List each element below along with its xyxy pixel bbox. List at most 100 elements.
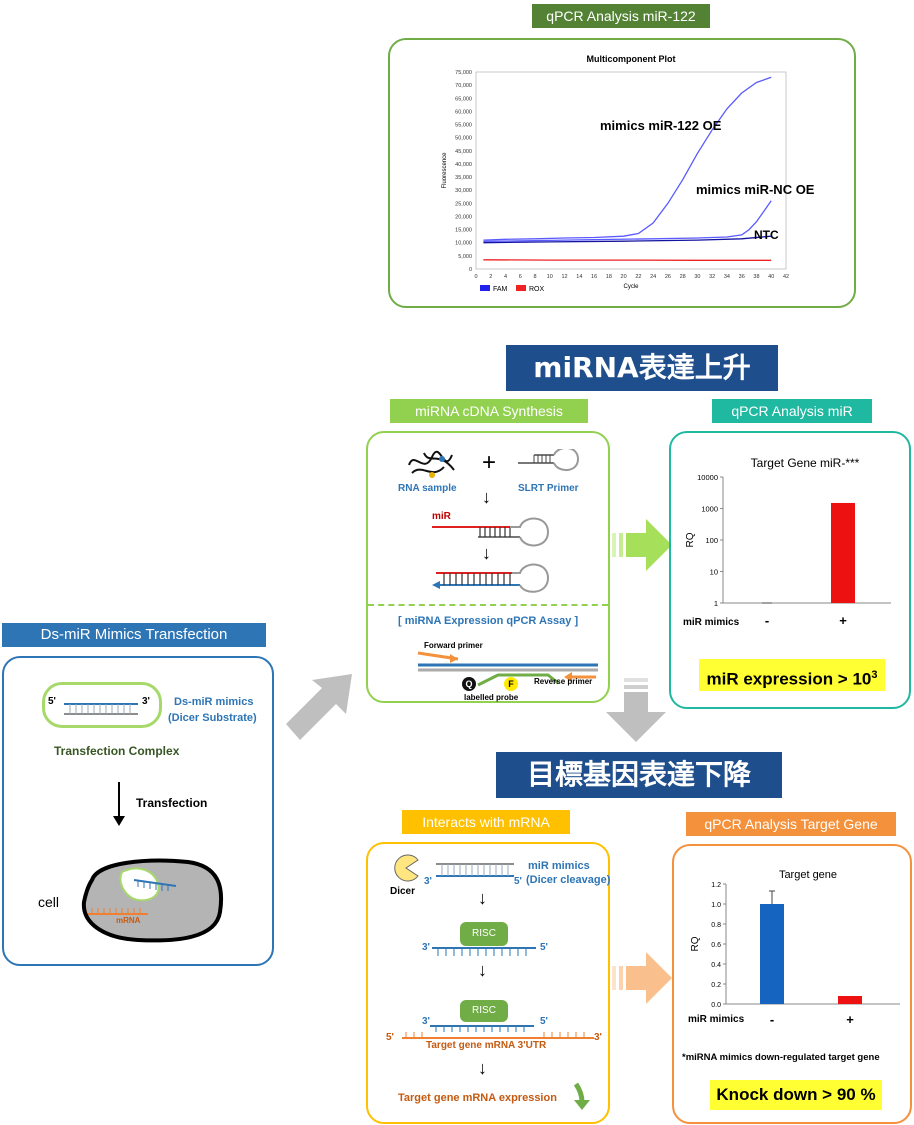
arrow-right-orange-icon	[612, 952, 672, 1004]
bar	[760, 904, 784, 1004]
down-arrow-icon: ↓	[478, 960, 487, 980]
dicer-icon	[394, 854, 419, 882]
series-line	[483, 259, 772, 261]
duplex-3prime: 3'	[142, 696, 150, 707]
mir-label: miR	[432, 511, 451, 522]
mir-result-text: miR expression > 10	[706, 669, 872, 689]
arrow-diagonal-grey-icon	[286, 674, 352, 740]
transfection-complex-capsule	[42, 682, 162, 728]
chart-title: Target Gene miR-***	[751, 456, 860, 470]
mir-mimics-label: miR mimics	[528, 860, 590, 872]
y-tick-label: 10	[710, 568, 718, 577]
rna-sample-icon	[408, 450, 455, 478]
x-tick-label: +	[846, 1012, 854, 1027]
y-tick-label: 10000	[697, 473, 718, 482]
y-tick-label: 0	[469, 267, 472, 273]
tab-interacts-mrna: Interacts with mRNA	[402, 810, 570, 834]
curve-label-mir122: mimics miR-122 OE	[600, 118, 722, 133]
transfection-complex-label: Transfection Complex	[54, 744, 180, 758]
legend-swatch	[516, 285, 526, 291]
target-utr-label: Target gene mRNA 3'UTR	[426, 1040, 547, 1051]
risc2-3prime: 3'	[422, 1016, 430, 1027]
cdna-extension-icon	[432, 563, 550, 593]
y-tick-label: 35,000	[455, 175, 472, 181]
y-tick-label: 65,000	[455, 96, 472, 102]
y-tick-label: 1.2	[711, 882, 721, 889]
risc-strand-1-icon	[432, 947, 536, 956]
y-tick-label: 45,000	[455, 149, 472, 155]
x-tick-label: 2	[489, 274, 492, 280]
rna-sample-label: RNA sample	[398, 483, 457, 494]
y-tick-label: 20,000	[455, 214, 472, 220]
banner-mirna-up: miRNA表達上升	[506, 345, 778, 391]
y-tick-label: 0.8	[711, 922, 721, 929]
series-line	[483, 235, 772, 244]
legend-label: FAM	[493, 286, 508, 293]
y-axis-label: Fluorescence	[442, 152, 448, 189]
chart-title: Target gene	[779, 869, 837, 881]
section-divider	[368, 604, 608, 606]
x-tick-label: 38	[753, 274, 759, 280]
ds-mir-duplex-icon	[64, 703, 138, 715]
down-arrow-icon: ↓	[478, 1058, 487, 1078]
cell-label: cell	[38, 894, 60, 910]
tab-cdna-synthesis: miRNA cDNA Synthesis	[390, 399, 588, 423]
risc1-3prime: 3'	[422, 942, 430, 953]
y-tick-label: 5,000	[458, 254, 472, 260]
x-tick-label: 12	[562, 274, 568, 280]
y-tick-label: 0.4	[711, 962, 721, 969]
fluorophore-icon: F	[504, 677, 518, 691]
panel-interacts-mrna: Dicer 3' 5' miR mimics (Dicer cleavage) …	[366, 842, 610, 1124]
x-tick-label: +	[839, 613, 847, 628]
down-arrow-icon	[113, 782, 125, 826]
risc-complex-2: RISC	[460, 1000, 508, 1022]
y-tick-label: 1.0	[711, 902, 721, 909]
down-arrow-icon: ↓	[482, 487, 491, 507]
x-axis-label: Cycle	[623, 284, 639, 290]
dicer-label: Dicer	[390, 886, 416, 897]
risc2-5prime: 5'	[540, 1016, 548, 1027]
mir-expression-chart: Target Gene miR-***110100100010000RQ-+mi…	[683, 456, 891, 628]
y-tick-label: 75,000	[455, 70, 472, 76]
mir-primer-hybrid-icon	[432, 517, 550, 547]
x-tick-label: 4	[504, 274, 507, 280]
panel-transfection: 5' 3' Ds-miR mimics (Dicer Substrate) Tr…	[2, 656, 274, 966]
x-tick-label: 22	[635, 274, 641, 280]
reverse-primer-label: Reverse primer	[534, 677, 593, 686]
decrease-arrow-icon	[573, 1082, 590, 1110]
slrt-primer-icon	[518, 449, 580, 471]
y-axis-label: RQ	[685, 532, 696, 547]
utr-5prime: 5'	[386, 1032, 394, 1043]
cell-icon	[81, 858, 224, 943]
plot-area	[475, 71, 787, 270]
y-tick-label: 55,000	[455, 123, 472, 129]
y-tick-label: 0.0	[711, 1002, 721, 1009]
y-tick-label: 50,000	[455, 136, 472, 142]
x-tick-label: -	[765, 613, 769, 628]
x-tick-label: 8	[534, 274, 537, 280]
utr-3prime: 3'	[594, 1032, 602, 1043]
target-gene-chart: Target gene0.00.20.40.60.81.01.2RQ-+miR …	[688, 869, 900, 1027]
x-axis-label: miR mimics	[683, 617, 740, 628]
assay-title: [ miRNA Expression qPCR Assay ]	[398, 615, 579, 627]
y-tick-label: 1	[714, 599, 718, 608]
ds-mir-mimics-label: Ds-miR mimics	[174, 696, 254, 708]
dicer-substrate-label: (Dicer Substrate)	[168, 712, 257, 724]
x-tick-label: 26	[665, 274, 671, 280]
multicomponent-plot: Multicomponent Plot05,00010,00015,00020,…	[442, 54, 789, 293]
qpcr-assay-diagram	[417, 651, 598, 687]
x-tick-label: 20	[621, 274, 627, 280]
dicer-cleavage-label: (Dicer cleavage)	[526, 874, 611, 886]
y-tick-label: 70,000	[455, 83, 472, 89]
x-tick-label: 34	[724, 274, 730, 280]
y-tick-label: 30,000	[455, 188, 472, 194]
x-tick-label: 14	[576, 274, 582, 280]
x-tick-label: 0	[474, 274, 477, 280]
x-tick-label: 42	[783, 274, 789, 280]
x-tick-label: -	[770, 1012, 774, 1027]
tab-qpcr-mir122: qPCR Analysis miR-122	[532, 4, 710, 28]
arrow-right-green-icon	[612, 519, 672, 571]
mrna-label: mRNA	[116, 916, 141, 925]
y-tick-label: 15,000	[455, 228, 472, 234]
